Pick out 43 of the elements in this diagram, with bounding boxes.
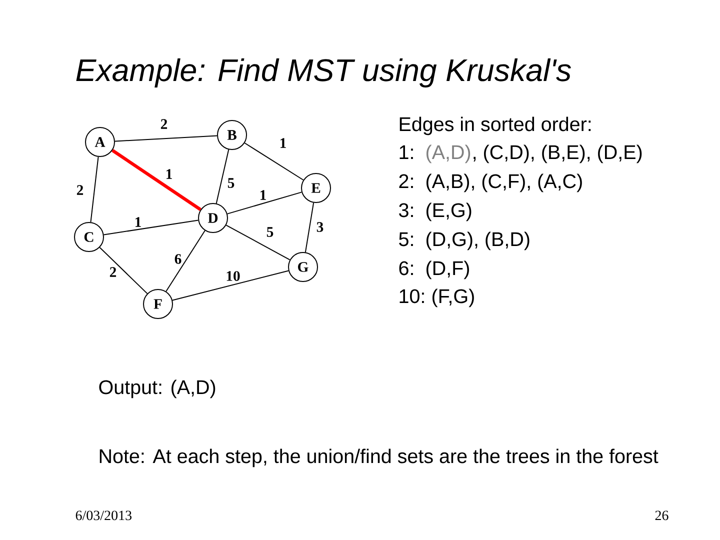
edge-list: , (C,D), (B,E), (D,E) [474, 144, 642, 164]
graph-edge [112, 149, 202, 211]
edge-weight: 2 [76, 185, 84, 195]
list-number: 10: [400, 289, 424, 304]
graph-edge [304, 202, 314, 253]
edge-list: (E,G) [426, 202, 472, 222]
graph-edge [103, 220, 199, 236]
edge-list: (F,G) [432, 288, 474, 308]
list-number: 6: [399, 261, 413, 276]
graph-edge [114, 135, 218, 142]
graph-edge [226, 224, 290, 260]
edge-weight: 1 [280, 138, 286, 148]
graph-edge [166, 230, 206, 292]
graph-edge [216, 149, 230, 204]
edge-weight: 6 [174, 254, 182, 264]
graph-edge [226, 192, 302, 214]
note-text: Note: At each step, the union/find sets are the trees in the forest [100, 448, 658, 468]
graph-edge [90, 156, 99, 223]
output-text: Output: (A,D) [99, 380, 216, 398]
edge-weight: 2 [160, 119, 168, 129]
edge-weight: 1 [136, 217, 141, 227]
list-heading: Edges in sorted order: [400, 116, 591, 136]
list-number: 2: [399, 174, 413, 188]
edge-weight: 5 [266, 227, 274, 237]
graph-edge [99, 246, 148, 294]
edge-list: (D,F) [426, 260, 469, 280]
list-number: 5: [399, 232, 413, 246]
date-text: 6/03/2013 [76, 510, 132, 520]
edge-list: (D,G), (B,D) [426, 232, 530, 250]
edge-list: (A,D) [426, 144, 470, 164]
edge-weight: 3 [316, 222, 324, 232]
list-number: 1: [400, 145, 413, 159]
page-number: 26 [655, 510, 668, 520]
edge-weight: 1 [166, 169, 172, 179]
edge-weight: 5 [228, 178, 234, 188]
graph-edge [244, 142, 304, 180]
graph-edge [172, 270, 289, 301]
edge-weight: 1 [260, 190, 266, 200]
edge-weight: 2 [110, 267, 116, 277]
list-number: 3: [399, 203, 413, 218]
slide-title: Example: Find MST using Kruskal's [76, 58, 571, 88]
edge-weight: 10 [226, 271, 240, 281]
edge-list: (A,B), (C,F), (A,C) [426, 174, 582, 192]
